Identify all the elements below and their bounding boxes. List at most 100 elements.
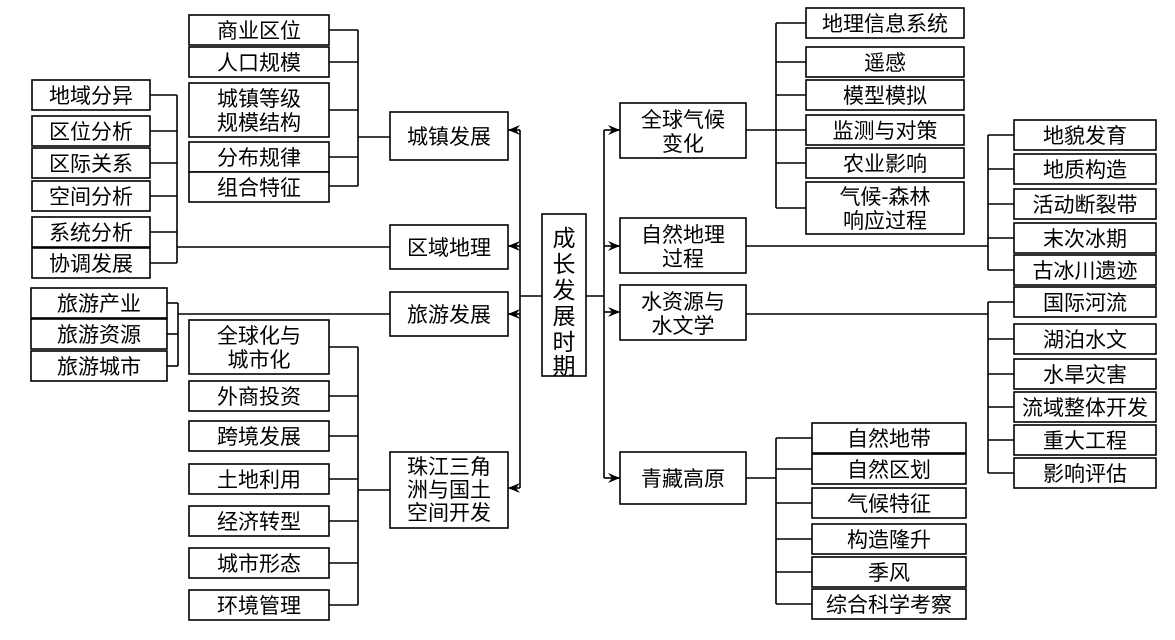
plateau-leaf-expedition: 综合科学考察 — [811, 588, 967, 620]
tourism-leaf-city: 旅游城市 — [30, 350, 168, 382]
water-label-line-1: 水资源与 — [641, 290, 725, 314]
climate-forest-line-2: 响应过程 — [843, 209, 927, 233]
node-urban: 城镇发展 — [389, 111, 509, 161]
prd-globalization-line-2: 城市化 — [228, 348, 291, 372]
plateau-divisions-text: 自然区划 — [847, 458, 931, 482]
urban-hierarchy-line-1: 城镇等级 — [217, 87, 301, 111]
prd-transition-text: 经济转型 — [217, 510, 301, 534]
climate-forest-line-1: 气候-森林 — [839, 185, 930, 209]
urban-population-text: 人口规模 — [217, 51, 301, 75]
water-basin-text: 流域整体开发 — [1022, 396, 1148, 420]
water-disasters-text: 水旱灾害 — [1043, 363, 1127, 387]
plateau-leaf-uplift: 构造隆升 — [811, 523, 967, 555]
regional-relations-text: 区际关系 — [49, 152, 133, 176]
natural-glacial-text: 末次冰期 — [1043, 227, 1127, 251]
water-assessment-text: 影响评估 — [1043, 462, 1127, 486]
prd-landuse-text: 土地利用 — [217, 468, 301, 492]
tourism-leaf-industry: 旅游产业 — [30, 287, 168, 319]
prd-label-line-3: 空间开发 — [407, 501, 491, 525]
plateau-leaf-zones: 自然地带 — [811, 422, 967, 454]
water-projects-text: 重大工程 — [1043, 429, 1127, 453]
tourism-label: 旅游发展 — [407, 303, 491, 327]
prd-form-text: 城市形态 — [217, 552, 301, 576]
center-char-6: 期 — [553, 354, 576, 380]
water-leaf-lakes: 湖泊水文 — [1013, 323, 1157, 355]
plateau-climate-text: 气候特征 — [847, 492, 931, 516]
climate-leaf-model: 模型模拟 — [805, 79, 965, 111]
prd-crossborder-text: 跨境发展 — [217, 425, 301, 449]
regional-label: 区域地理 — [407, 236, 491, 260]
prd-leaf-landuse: 土地利用 — [188, 463, 330, 495]
node-regional: 区域地理 — [389, 224, 509, 270]
plateau-leaf-monsoon: 季风 — [811, 556, 967, 588]
natural-leaf-glacial: 末次冰期 — [1013, 222, 1157, 254]
prd-leaf-form: 城市形态 — [188, 547, 330, 579]
urban-leaf-distribution: 分布规律 — [188, 141, 330, 173]
prd-label-line-1: 珠江三角 — [407, 455, 491, 479]
tourism-resources-text: 旅游资源 — [57, 323, 141, 347]
climate-gis-text: 地理信息系统 — [822, 12, 948, 36]
climate-agri-text: 农业影响 — [843, 152, 927, 176]
center-char-5: 时 — [553, 330, 576, 356]
natural-geology-text: 地质构造 — [1043, 158, 1127, 182]
tourism-leaf-resources: 旅游资源 — [30, 318, 168, 350]
climate-rs-text: 遥感 — [864, 51, 906, 75]
node-tourism: 旅游发展 — [389, 291, 509, 337]
water-lakes-text: 湖泊水文 — [1043, 328, 1127, 352]
urban-leaf-hierarchy: 城镇等级 规模结构 — [188, 82, 330, 138]
regional-leaf-differentiation: 地域分异 — [31, 79, 151, 111]
plateau-leaf-divisions: 自然区划 — [811, 453, 967, 485]
prd-leaf-transition: 经济转型 — [188, 505, 330, 537]
climate-label-line-2: 变化 — [662, 132, 704, 156]
node-climate: 全球气候 变化 — [619, 102, 747, 159]
plateau-uplift-text: 构造隆升 — [847, 528, 931, 552]
water-rivers-text: 国际河流 — [1043, 291, 1127, 315]
natural-label-line-1: 自然地理 — [641, 223, 725, 247]
plateau-leaf-climate: 气候特征 — [811, 487, 967, 519]
regional-leaf-relations: 区际关系 — [31, 147, 151, 179]
urban-commercial-text: 商业区位 — [217, 19, 301, 43]
natural-leaf-paleoglacier: 古冰川遗迹 — [1013, 254, 1157, 286]
connector-lines — [150, 22, 1014, 606]
urban-leaf-combination: 组合特征 — [188, 171, 330, 203]
water-label-line-2: 水文学 — [652, 314, 715, 338]
regional-location-text: 区位分析 — [49, 120, 133, 144]
climate-model-text: 模型模拟 — [843, 84, 927, 108]
urban-label: 城镇发展 — [407, 125, 491, 149]
plateau-label: 青藏高原 — [641, 467, 725, 491]
node-water: 水资源与 水文学 — [619, 284, 747, 341]
plateau-monsoon-text: 季风 — [868, 561, 910, 585]
climate-leaf-monitor: 监测与对策 — [805, 114, 965, 146]
regional-coordination-text: 协调发展 — [49, 252, 133, 276]
arrowheads — [508, 125, 620, 493]
tourism-industry-text: 旅游产业 — [57, 292, 141, 316]
plateau-zones-text: 自然地带 — [847, 427, 931, 451]
node-plateau: 青藏高原 — [619, 451, 747, 505]
natural-leaf-geology: 地质构造 — [1013, 153, 1157, 185]
water-leaf-projects: 重大工程 — [1013, 424, 1157, 456]
climate-label-line-1: 全球气候 — [641, 108, 725, 132]
urban-combination-text: 组合特征 — [217, 176, 301, 200]
center-char-1: 成 — [553, 226, 576, 252]
natural-fault-text: 活动断裂带 — [1033, 193, 1138, 217]
regional-leaf-coordination: 协调发展 — [31, 247, 151, 279]
natural-landform-text: 地貌发育 — [1043, 124, 1127, 148]
regional-leaf-system: 系统分析 — [31, 216, 151, 248]
tourism-city-text: 旅游城市 — [57, 355, 141, 379]
regional-differentiation-text: 地域分异 — [49, 84, 133, 108]
natural-leaf-landform: 地貌发育 — [1013, 119, 1157, 151]
node-prd: 珠江三角 洲与国土 空间开发 — [389, 451, 509, 529]
climate-leaf-rs: 遥感 — [805, 46, 965, 78]
urban-leaf-population: 人口规模 — [188, 46, 330, 78]
center-char-4: 展 — [553, 304, 576, 330]
water-leaf-basin: 流域整体开发 — [1013, 391, 1157, 423]
regional-spatial-text: 空间分析 — [49, 185, 133, 209]
climate-monitor-text: 监测与对策 — [833, 119, 938, 143]
regional-leaf-location: 区位分析 — [31, 115, 151, 147]
water-leaf-disasters: 水旱灾害 — [1013, 358, 1157, 390]
natural-leaf-fault: 活动断裂带 — [1013, 188, 1157, 220]
natural-label-line-2: 过程 — [662, 247, 704, 271]
urban-hierarchy-line-2: 规模结构 — [217, 111, 301, 135]
climate-leaf-gis: 地理信息系统 — [805, 7, 965, 39]
